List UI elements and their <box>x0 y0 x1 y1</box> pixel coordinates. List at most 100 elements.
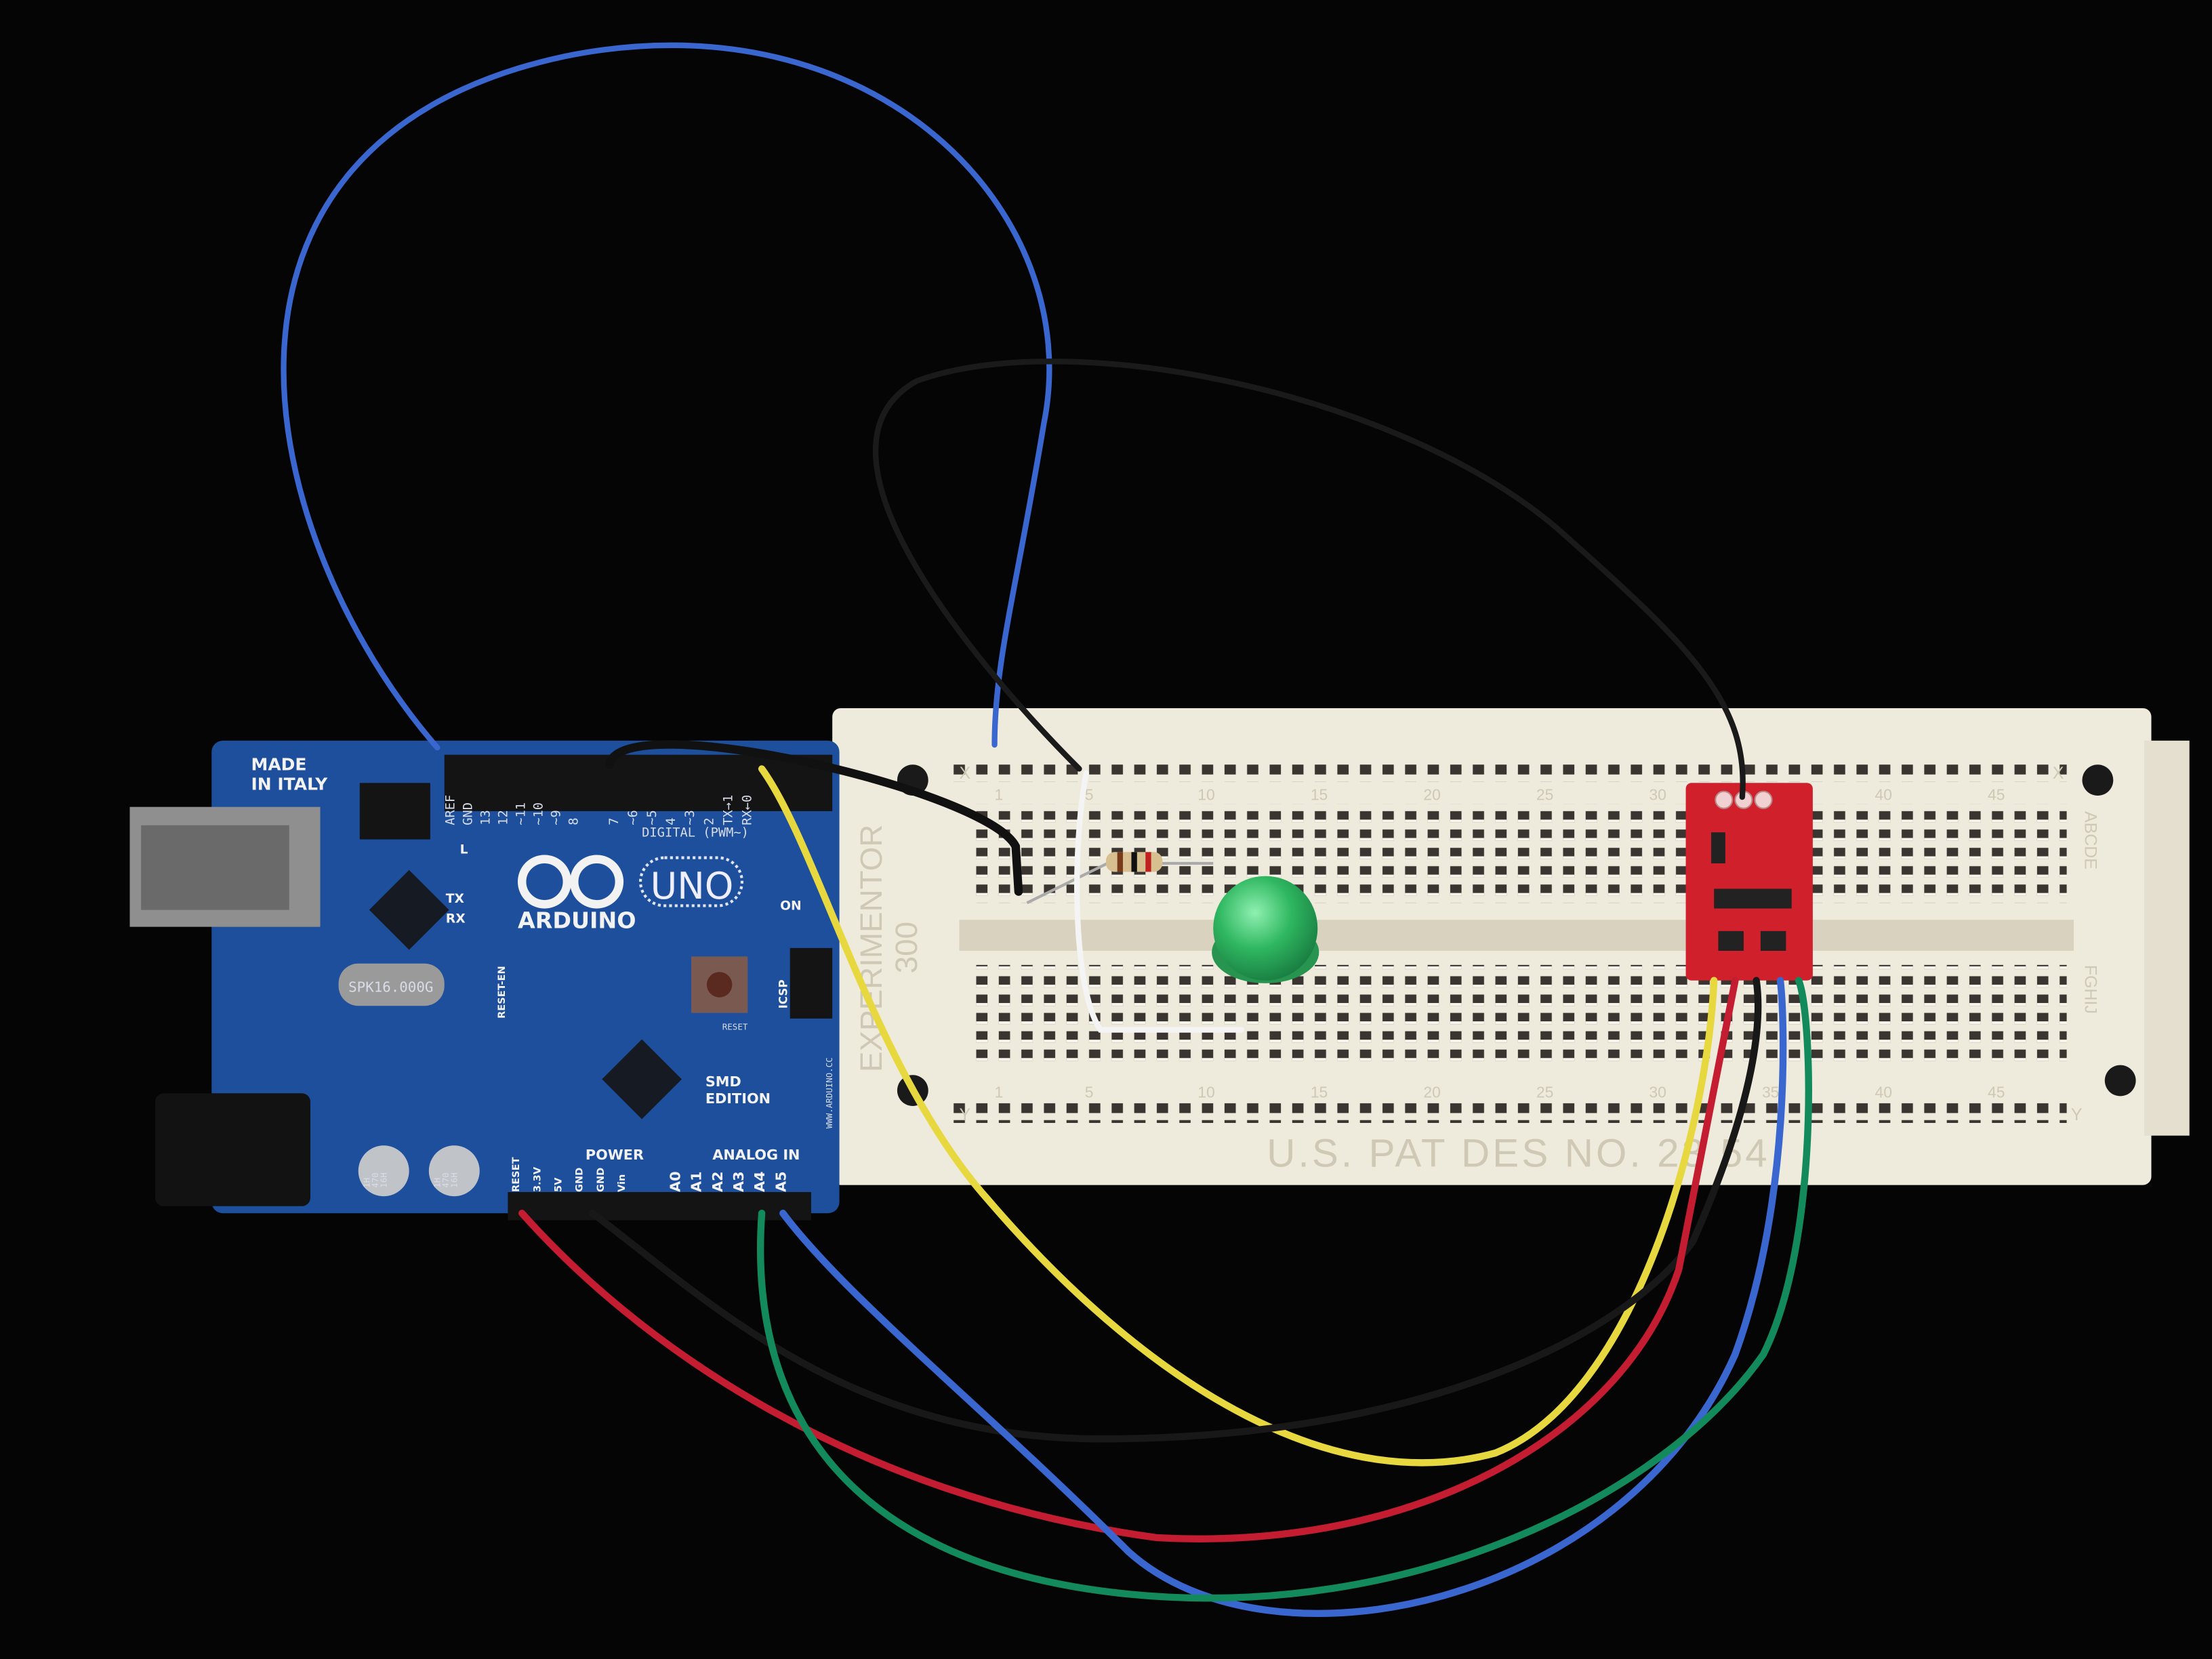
digital-pin-label: 4 <box>664 817 678 825</box>
white-jumper-wire <box>1074 770 1244 1033</box>
power-pin-label: GND <box>574 1168 586 1192</box>
arduino-uno-board: SPK16.000G MADE IN ITALY ARDUINO UNO SMD… <box>129 740 840 1221</box>
row-letters-bottom: FGHIJ <box>2081 965 2100 1014</box>
smd-label: SMD <box>705 1073 741 1090</box>
top-rail <box>952 762 2067 782</box>
made-in-label: MADE <box>251 755 307 775</box>
black-wire-top <box>872 359 1746 800</box>
capacitor <box>358 1145 409 1197</box>
analog-in-label: ANALOG IN <box>712 1147 800 1163</box>
rail-label-x: X <box>2053 764 2064 783</box>
digital-label: DIGITAL (PWM~) <box>642 825 749 840</box>
patent-text: U.S. PAT DES NO. 23 54 <box>1267 1132 1769 1176</box>
resistor <box>1026 852 1214 905</box>
usb-chip <box>369 869 449 950</box>
mount-hole <box>2082 764 2114 796</box>
capacitor-marking: 1H <box>361 1178 371 1188</box>
column-number: 25 <box>1536 1084 1553 1101</box>
capacitor-marking: 16H <box>378 1172 388 1188</box>
column-number: 10 <box>1197 1084 1214 1101</box>
arduino-logotype: ARDUINO <box>518 907 636 934</box>
icsp-label: ICSP <box>777 979 790 1008</box>
website-label: WWW.ARDUINO.CC <box>824 1057 834 1128</box>
tx-led-label: TX <box>446 892 465 906</box>
power-jack <box>155 1093 310 1206</box>
capacitor-marking: 1H <box>432 1178 442 1188</box>
breadboard: EXPERIMENTOR 300 U.S. PAT DES NO. 23 54 … <box>832 708 2190 1185</box>
column-number: 1 <box>995 1084 1004 1101</box>
on-led-label: ON <box>780 899 802 914</box>
blue-wire-top <box>281 42 1052 751</box>
analog-pin-label: A0 <box>667 1171 683 1192</box>
power-pin-label: Vin <box>616 1174 628 1192</box>
sensor-chip <box>1714 888 1792 909</box>
analog-pin-label: A4 <box>752 1171 768 1192</box>
column-number: 40 <box>1875 1084 1891 1101</box>
capacitor-marking: 16H <box>449 1172 459 1188</box>
digital-pin-label: 8 <box>567 817 581 825</box>
column-number: 30 <box>1649 1084 1666 1101</box>
breadboard-model: 300 <box>889 922 924 973</box>
terminal-rows-fghij <box>973 964 2067 1064</box>
digital-pin-label: TX→1 <box>721 795 735 825</box>
column-number: 20 <box>1423 1084 1440 1101</box>
power-pin-label: 3.3V <box>531 1166 543 1192</box>
yellow-wire <box>758 765 1718 1467</box>
power-label: POWER <box>586 1147 644 1163</box>
blue-wire-bottom <box>779 977 1787 1617</box>
bottom-rail <box>952 1103 2067 1123</box>
digital-pin-label: 12 <box>496 810 510 825</box>
uno-label: UNO <box>651 865 734 907</box>
icsp-header <box>790 947 833 1019</box>
column-number: 15 <box>1311 785 1328 803</box>
column-number: 10 <box>1197 785 1214 803</box>
green-wire <box>756 977 1812 1602</box>
digital-pin-label: GND <box>461 802 475 825</box>
digital-pin-label: 13 <box>478 810 493 825</box>
column-number: 30 <box>1649 785 1666 803</box>
digital-pin-label: RX←0 <box>740 795 754 825</box>
capacitor <box>428 1145 480 1197</box>
analog-pin-label: A5 <box>773 1171 789 1192</box>
digital-pin-label: AREF <box>443 795 457 825</box>
red-wire <box>518 977 1739 1542</box>
made-in-label: IN ITALY <box>251 775 329 794</box>
digital-pin-label: 2 <box>702 817 716 825</box>
reset-label: RESET <box>722 1022 748 1032</box>
power-analog-header <box>508 1191 811 1221</box>
column-number: 1 <box>995 785 1004 803</box>
arduino-logo: ARDUINO <box>518 855 636 934</box>
center-channel <box>959 920 2074 951</box>
column-number: 5 <box>1085 1084 1094 1101</box>
capacitor-marking: 470 <box>370 1172 380 1188</box>
column-number: 45 <box>1988 785 2005 803</box>
sensor-breakout-board <box>1685 783 1813 981</box>
column-number: 5 <box>1085 785 1094 803</box>
power-pin-label: 5V <box>552 1177 564 1192</box>
rx-led-label: RX <box>446 912 466 926</box>
mount-hole <box>2104 1065 2136 1097</box>
digital-pin-label: ~6 <box>626 810 640 825</box>
row-letters-top: ABCDE <box>2081 811 2100 869</box>
power-pin-label: GND <box>595 1168 607 1192</box>
edition-label: EDITION <box>705 1090 771 1107</box>
rail-label-y: Y <box>2071 1105 2083 1124</box>
column-number: 20 <box>1423 785 1440 803</box>
analog-pin-label: A3 <box>731 1171 747 1192</box>
reset-en-label: RESET-EN <box>496 966 508 1019</box>
digital-pin-label: ~11 <box>514 802 528 825</box>
crystal <box>338 963 445 1006</box>
digital-pin-label: ~9 <box>549 810 563 825</box>
digital-pin-label: 7 <box>607 817 621 825</box>
rail-label-x: X <box>960 764 971 783</box>
digital-pin-label: ~5 <box>645 810 659 825</box>
column-number: 45 <box>1988 1084 2005 1101</box>
digital-pin-label: ~3 <box>683 810 697 825</box>
